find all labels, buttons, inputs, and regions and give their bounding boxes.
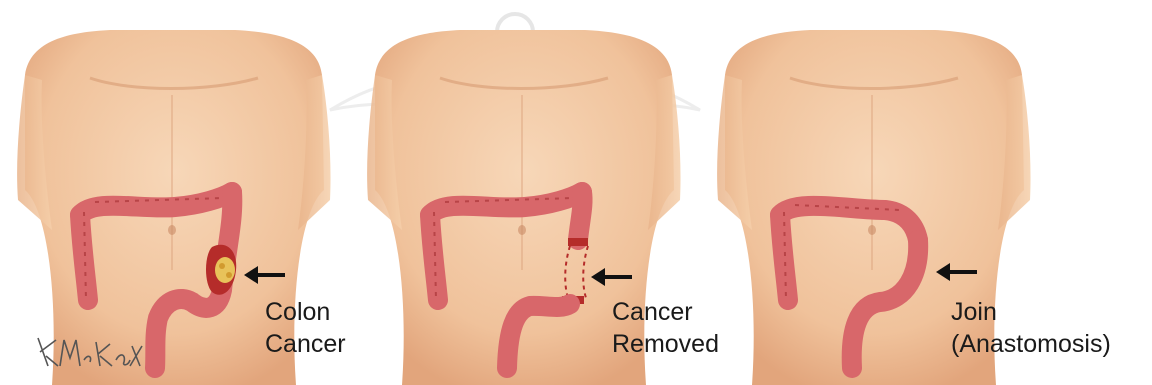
label-cancer-removed: Cancer Removed — [612, 296, 719, 360]
label-line1: Join — [951, 296, 1111, 328]
label-line2: Cancer — [265, 328, 346, 360]
label-line2: (Anastomosis) — [951, 328, 1111, 360]
label-line2: Removed — [612, 328, 719, 360]
label-line1: Colon — [265, 296, 346, 328]
label-colon-cancer: Colon Cancer — [265, 296, 346, 360]
label-anastomosis: Join (Anastomosis) — [951, 296, 1111, 360]
label-line1: Cancer — [612, 296, 719, 328]
